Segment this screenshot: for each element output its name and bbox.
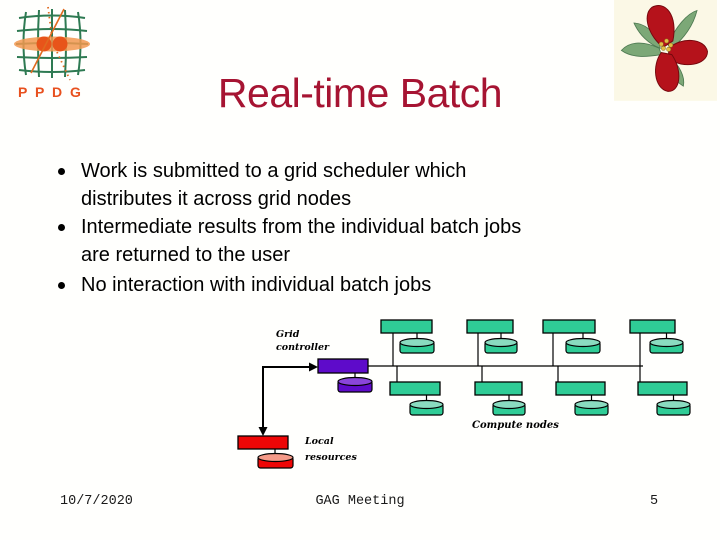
compute-node-box [474, 381, 523, 396]
label-line: resources [305, 452, 357, 463]
logo-text: P P D G [18, 84, 83, 100]
bullet-dot [58, 224, 65, 231]
scheduler-connector-arrow [262, 366, 311, 429]
arrowhead-right-icon [309, 362, 318, 372]
bullet-text: No interaction with individual batch job… [81, 271, 431, 299]
compute-node-disk-top [409, 399, 444, 410]
bullet-text: Work is submitted to a grid scheduler wh… [81, 157, 466, 213]
flower-petals [646, 5, 708, 92]
bullet-dot [58, 282, 65, 289]
bullet-text: Intermediate results from the individual… [81, 213, 521, 269]
compute-node-box [555, 381, 606, 396]
bullet-line: distributes it across grid nodes [81, 188, 352, 210]
compute-nodes-label: Compute nodes [472, 420, 559, 431]
flower-stamens [658, 38, 674, 52]
logo-particle-tracks [30, 6, 71, 81]
local-resources-label: Local resources [305, 434, 357, 466]
grid-controller-box [317, 358, 369, 374]
compute-node-disk-top [492, 399, 526, 410]
bullet-item: No interaction with individual batch job… [55, 271, 665, 299]
compute-node-disk-top [484, 337, 518, 348]
compute-node-box [637, 381, 688, 396]
page-number: 5 [650, 494, 659, 509]
arrowhead-down-icon [258, 427, 268, 436]
bullet-line: Intermediate results from the individual… [81, 216, 522, 238]
trillium-flower-image [614, 0, 717, 101]
bullet-line: No interaction with individual batch job… [81, 274, 432, 296]
footer-title: GAG Meeting [315, 494, 405, 509]
footer-date: 10/7/2020 [60, 494, 133, 509]
bullet-line: are returned to the user [81, 244, 291, 266]
grid-controller-disk-top [337, 376, 373, 387]
compute-node-box [380, 319, 433, 334]
compute-node-box [629, 319, 676, 334]
grid-controller-label: Grid controller [276, 328, 329, 354]
compute-node-disk-top [399, 337, 435, 348]
diagram-nodes [237, 319, 691, 469]
bullet-item: Work is submitted to a grid scheduler wh… [55, 157, 665, 213]
local-resources-disk-top [257, 452, 294, 463]
compute-node-disk-top [574, 399, 609, 410]
bullet-list: Work is submitted to a grid scheduler wh… [55, 157, 665, 299]
label-line: Local [305, 436, 334, 447]
compute-node-disk-top [565, 337, 601, 348]
label-line: controller [276, 342, 330, 353]
ppdg-logo: P P D G [14, 6, 90, 100]
label-line: Grid [276, 329, 300, 340]
compute-node-disk-top [649, 337, 684, 348]
compute-node-box [466, 319, 514, 334]
page-title: Real-time Batch [217, 70, 503, 116]
compute-node-box [542, 319, 596, 334]
local-resources-box [237, 435, 289, 450]
compute-node-disk-top [656, 399, 691, 410]
bullet-item: Intermediate results from the individual… [55, 213, 665, 269]
bullet-line: Work is submitted to a grid scheduler wh… [81, 160, 467, 182]
bullet-dot [58, 168, 65, 175]
compute-node-box [389, 381, 441, 396]
